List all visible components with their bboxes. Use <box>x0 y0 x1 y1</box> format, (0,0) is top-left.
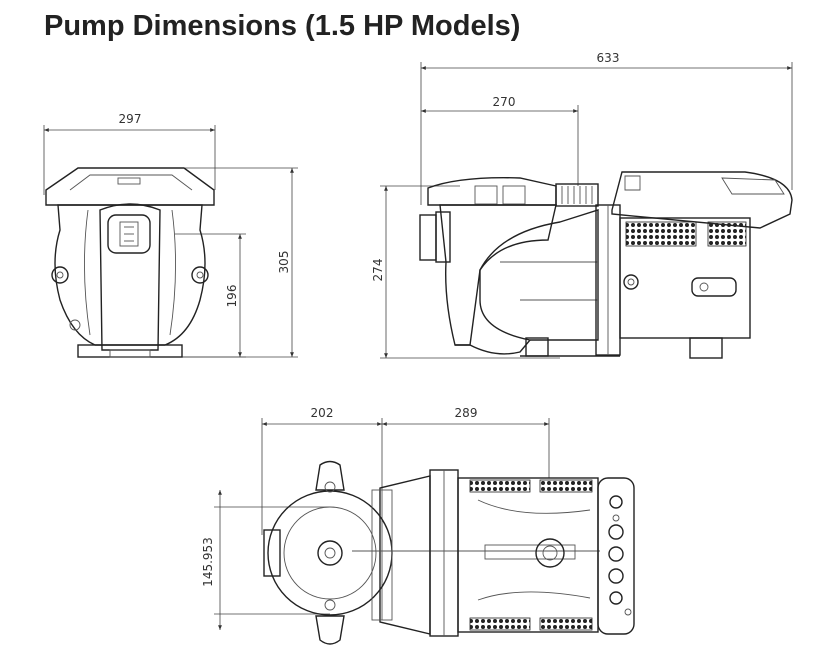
front-shaft-height-label: 196 <box>225 285 239 308</box>
grip-ridges <box>561 186 593 204</box>
page-title: Pump Dimensions (1.5 HP Models) <box>44 10 521 42</box>
side-height-label: 274 <box>371 259 385 282</box>
side-length-label: 633 <box>597 51 620 65</box>
top-view: 202 289 145.953 <box>201 406 635 645</box>
front-height-label: 305 <box>277 251 291 274</box>
top-inlet-to-center-label: 202 <box>311 406 334 420</box>
side-inlet-length-label: 270 <box>493 95 516 109</box>
side-view: 633 270 274 <box>371 51 793 359</box>
top-center-to-motor-label: 289 <box>455 406 478 420</box>
top-offset-label: 145.953 <box>201 537 215 587</box>
front-width-label: 297 <box>119 112 142 126</box>
front-view: 297 305 196 <box>43 112 298 358</box>
